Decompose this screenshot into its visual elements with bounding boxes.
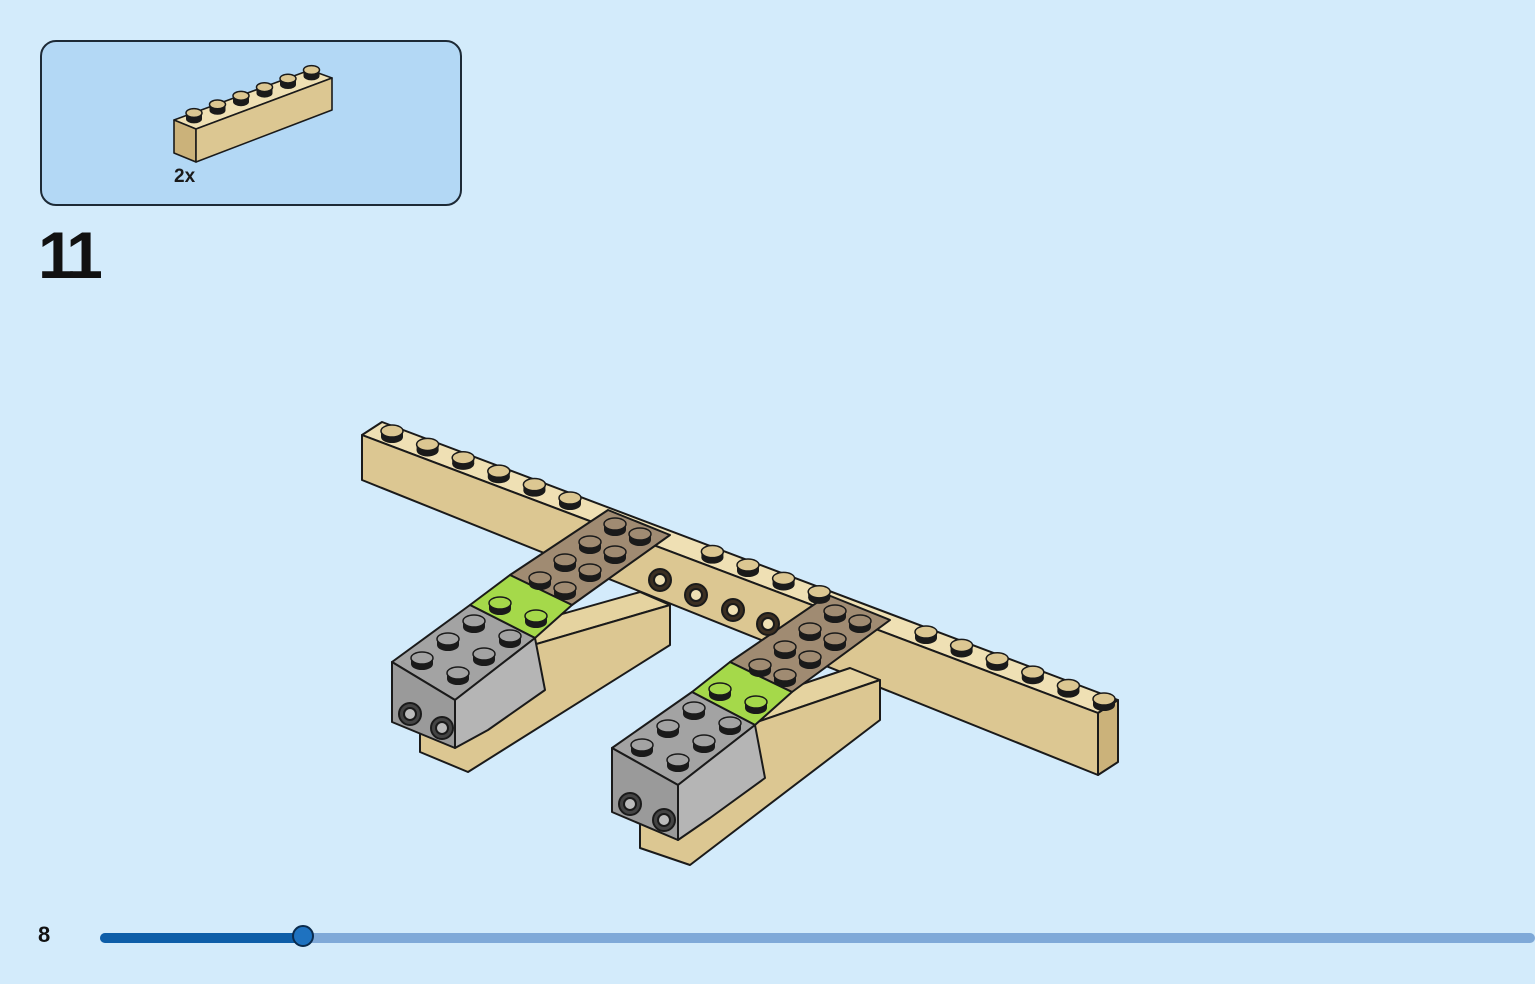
stud: [1021, 665, 1045, 685]
stud: [700, 544, 725, 564]
progress-bar: [100, 925, 1535, 947]
stud: [1092, 692, 1116, 712]
stud: [553, 553, 577, 573]
stud: [279, 73, 297, 89]
stud: [628, 527, 652, 547]
stud: [578, 563, 602, 583]
progress-knob[interactable]: [292, 925, 314, 947]
stud: [603, 545, 627, 565]
stud: [1056, 678, 1081, 698]
stud: [603, 517, 627, 537]
stud: [436, 632, 460, 652]
stud: [848, 614, 872, 634]
stud: [798, 650, 822, 670]
stud: [528, 571, 552, 591]
stud: [736, 558, 760, 578]
stud: [630, 738, 654, 758]
tan-1x6-brick-icon: [173, 64, 333, 163]
stud: [255, 82, 274, 98]
stud: [410, 651, 434, 671]
stud: [708, 682, 732, 702]
stud: [823, 604, 847, 624]
stud: [488, 596, 512, 616]
stud: [949, 638, 974, 658]
stud: [524, 609, 548, 629]
stud: [208, 99, 227, 115]
stud: [462, 614, 486, 634]
stud: [302, 64, 321, 81]
stud: [487, 464, 511, 484]
stud: [380, 424, 404, 444]
stud: [773, 640, 797, 660]
stud: [744, 695, 768, 715]
stud: [718, 716, 742, 736]
stud: [522, 477, 547, 497]
stud: [692, 734, 716, 754]
stud: [558, 491, 582, 511]
stud: [185, 107, 203, 124]
stud: [771, 571, 796, 591]
stud: [666, 753, 690, 773]
stud: [446, 666, 470, 686]
stud: [773, 668, 797, 688]
stud: [472, 647, 496, 667]
parts-callout: 2x: [40, 40, 462, 206]
stud: [985, 651, 1009, 671]
build-model-icon: [361, 421, 1119, 866]
stud: [498, 629, 522, 649]
stud: [415, 437, 440, 457]
stud: [807, 585, 831, 604]
stud: [798, 622, 822, 642]
stud: [553, 581, 577, 601]
stud: [914, 625, 938, 645]
stud: [656, 719, 680, 739]
progress-fill: [100, 933, 305, 943]
step-number: 11: [38, 218, 103, 292]
page-number: 8: [38, 922, 51, 947]
part-count: 2x: [174, 166, 196, 187]
stud: [748, 658, 772, 678]
stud: [578, 535, 602, 555]
stud: [682, 701, 706, 721]
stud: [232, 90, 250, 107]
stud: [823, 632, 847, 652]
stud: [451, 451, 475, 470]
